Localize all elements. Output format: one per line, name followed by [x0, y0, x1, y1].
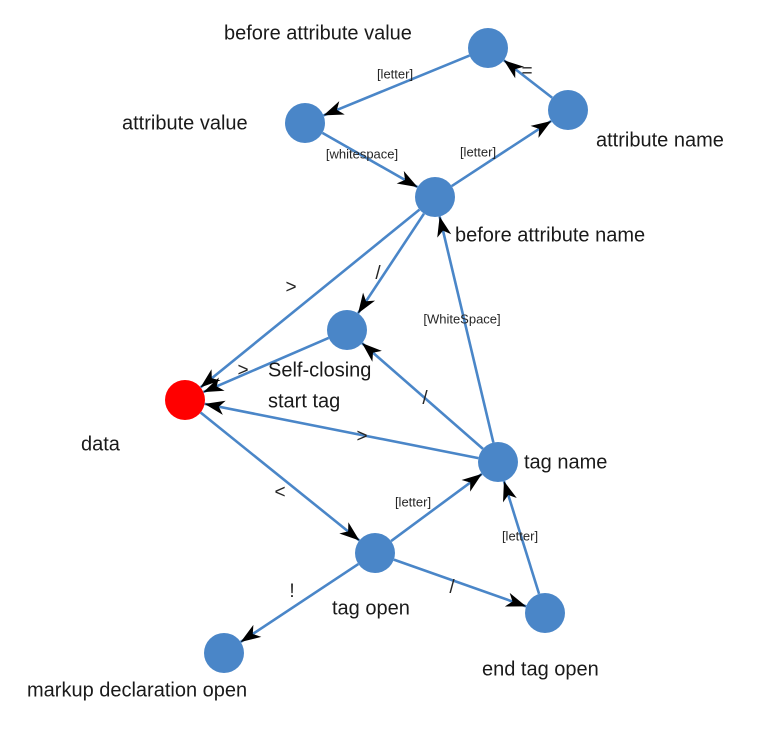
node-label-attribute-name: attribute name — [596, 129, 724, 151]
edge-label-tagname-to-data: > — [356, 426, 367, 447]
edge-label-tagname-to-beforeattrname: [WhiteSpace] — [423, 311, 500, 326]
edge-tagname-to-data — [204, 400, 479, 460]
edge-label-data-to-tagopen: < — [274, 482, 285, 503]
node-self-closing-start-tag[interactable] — [327, 310, 367, 350]
node-attribute-value[interactable] — [285, 103, 325, 143]
node-label-self-closing-start-tag: Self-closing — [268, 359, 371, 381]
edge-label-attrname-to-beforeattrvalue: = — [521, 61, 532, 82]
edge-label-selfclosing-to-data: > — [237, 360, 248, 381]
node-before-attribute-value[interactable] — [468, 28, 508, 68]
node-label-markup-declaration-open: markup declaration open — [27, 679, 247, 701]
edge-label-beforeattrname-to-selfclosing: / — [375, 263, 381, 284]
node-data[interactable] — [165, 380, 205, 420]
node-labels-layer: before attribute value attribute name attr… — [27, 22, 724, 701]
edge-tagopen-to-tagname — [390, 472, 483, 543]
edge-label-tagopen-to-markupdecl: ! — [289, 581, 294, 602]
node-markup-declaration-open[interactable] — [204, 633, 244, 673]
edge-beforeattrname-to-data — [199, 208, 421, 389]
node-label-before-attribute-name: before attribute name — [455, 224, 645, 246]
edge-tagname-to-beforeattrname — [437, 216, 495, 443]
edge-selfclosing-to-data — [202, 336, 330, 394]
node-tag-name[interactable] — [478, 442, 518, 482]
node-label-before-attribute-value: before attribute value — [224, 22, 412, 44]
edge-tagopen-to-endtagopen — [393, 558, 527, 608]
edge-label-beforeattrname-to-data: > — [285, 277, 296, 298]
node-label2-self-closing-start-tag: start tag — [268, 390, 340, 412]
node-tag-open[interactable] — [355, 533, 395, 573]
edges-layer — [199, 54, 553, 644]
edge-tagname-to-selfclosing — [361, 342, 484, 450]
edge-label-endtagopen-to-tagname: [letter] — [502, 528, 538, 543]
edge-beforeattrname-to-selfclosing — [356, 212, 426, 315]
node-label-data: data — [81, 433, 121, 455]
edge-data-to-tagopen — [199, 411, 361, 542]
edge-tagopen-to-markupdecl — [239, 562, 360, 644]
edge-label-beforeattrname-to-attrname: [letter] — [460, 144, 496, 159]
node-label-end-tag-open: end tag open — [482, 658, 599, 680]
edge-label-tagopen-to-tagname: [letter] — [395, 494, 431, 509]
node-end-tag-open[interactable] — [525, 593, 565, 633]
node-label-tag-name: tag name — [524, 451, 607, 473]
node-label-tag-open: tag open — [332, 597, 410, 619]
edge-label-attrvalue-to-beforeattrname: [whitespace] — [326, 146, 398, 161]
node-attribute-name[interactable] — [548, 90, 588, 130]
edge-attrname-to-beforeattrvalue — [503, 59, 553, 99]
edge-labels-layer: = [letter] [whitespace] [letter] > / [WhiteSpa… — [237, 61, 538, 602]
edge-attrvalue-to-beforeattrname — [321, 131, 419, 189]
nodes-layer — [165, 28, 588, 673]
edge-beforeattrvalue-to-attrvalue — [323, 54, 470, 117]
edge-label-tagopen-to-endtagopen: / — [449, 577, 455, 598]
node-before-attribute-name[interactable] — [415, 177, 455, 217]
edge-label-tagname-to-selfclosing: / — [422, 388, 428, 409]
edge-label-beforeattrvalue-to-attrvalue: [letter] — [377, 66, 413, 81]
node-label-attribute-value: attribute value — [122, 112, 248, 134]
edge-endtagopen-to-tagname — [502, 480, 541, 595]
edge-beforeattrname-to-attrname — [451, 119, 552, 188]
